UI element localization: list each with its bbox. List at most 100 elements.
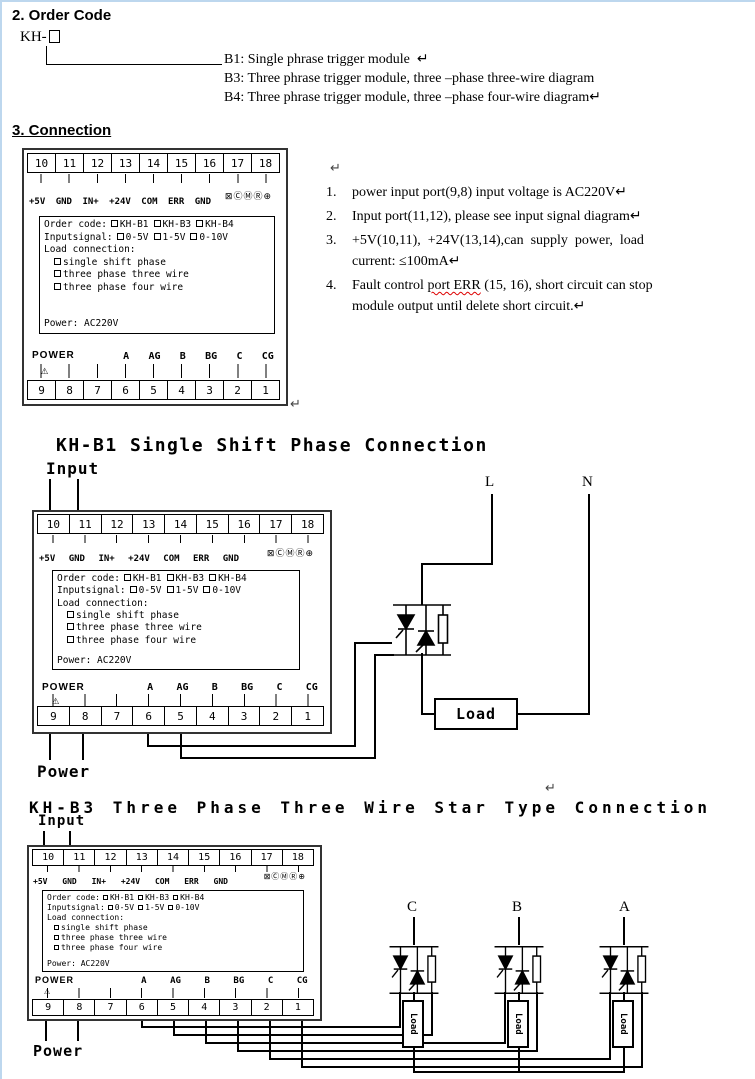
io-label: GND	[222, 554, 239, 564]
checkbox-icon	[166, 574, 174, 581]
terminal-number: 3	[220, 1000, 252, 1015]
output-label: BG	[233, 976, 245, 986]
checkbox-icon	[153, 232, 161, 240]
wire	[374, 654, 376, 759]
terminal-number: 10	[33, 850, 65, 865]
wire	[354, 642, 392, 644]
load-box: Load	[612, 1000, 634, 1048]
terminal-number: 17	[252, 850, 283, 865]
wire	[173, 1021, 175, 1036]
load-connection-label: Load connection:	[44, 244, 136, 256]
wire	[237, 1050, 538, 1052]
wire	[49, 734, 51, 760]
power-spec: Power: AC220V	[57, 654, 132, 666]
terminal-number: 14	[140, 154, 168, 172]
io-label: GND	[62, 877, 77, 886]
checkbox-icon	[138, 905, 144, 910]
checkbox-icon	[54, 945, 59, 950]
wire	[374, 654, 394, 656]
terminal-number: 18	[258, 156, 273, 170]
checkbox-icon	[110, 220, 118, 227]
wire	[421, 563, 493, 565]
phase-a-label: A	[619, 899, 630, 915]
wire	[77, 1021, 79, 1041]
load-connection-option: three phase four wire	[54, 282, 270, 295]
output-label: AG	[170, 976, 181, 986]
output-label: C	[267, 976, 274, 986]
wire	[518, 992, 520, 1001]
terminal-number: 11	[64, 850, 96, 865]
output-label: CG	[261, 351, 274, 362]
output-label: CG	[305, 682, 318, 693]
io-label: COM	[163, 554, 180, 564]
note-number: 1.	[326, 185, 337, 200]
order-code-option: KH-B3	[166, 573, 204, 585]
terminal-number: 15	[197, 515, 229, 533]
wire	[399, 992, 401, 1028]
power-label: POWER	[32, 350, 75, 361]
order-code-option: KH-B3	[138, 893, 169, 903]
load-connection-option: single shift phase	[67, 610, 295, 622]
checkbox-icon	[196, 220, 204, 227]
terminal-number: 14	[158, 850, 190, 865]
wire	[173, 1034, 433, 1036]
note-number: 2.	[326, 209, 337, 224]
terminal-ticks	[37, 535, 324, 543]
spellcheck-underline: port ERR	[427, 278, 481, 293]
wire	[623, 917, 625, 945]
terminal-number: 9	[33, 1000, 65, 1015]
section2-heading: 2. Order Code	[12, 7, 112, 24]
wire	[45, 1021, 47, 1041]
output-label: BG	[241, 682, 254, 693]
input-signal-option: 1-5V	[166, 585, 198, 597]
wire	[421, 653, 423, 715]
terminal-ticks	[27, 174, 280, 183]
output-label: AG	[176, 682, 189, 693]
checkbox-icon	[168, 905, 174, 910]
paragraph-mark: ↵	[545, 780, 556, 795]
checkbox-icon	[102, 895, 108, 900]
load-connection-option: three phase four wire	[67, 635, 295, 647]
load-connection-option: three phase three wire	[54, 269, 270, 282]
certification-marks-icon: ⊠ⒸⓂⓇ⊕	[263, 872, 306, 881]
load-connection-option: three phase three wire	[54, 933, 299, 943]
note-item: 4.Fault control port ERR (15, 16), short…	[326, 275, 670, 317]
io-label: +5V	[29, 197, 46, 207]
triac-symbol	[493, 946, 545, 994]
checkbox-icon	[67, 635, 74, 643]
terminal-ticks	[37, 694, 324, 706]
terminal-number: 18	[291, 852, 304, 863]
terminal-number: 5	[165, 707, 197, 725]
input-signal-option: 1-5V	[153, 232, 185, 245]
terminal-number: 13	[127, 850, 158, 865]
input-signal-option: 0-5V	[107, 903, 134, 913]
terminal-number: 14	[165, 515, 197, 533]
wire	[180, 757, 376, 759]
input-signal-option: 0-10V	[190, 232, 228, 245]
load-box: Load	[434, 698, 518, 730]
checkbox-icon	[54, 935, 59, 940]
wire	[431, 992, 433, 1036]
terminal-number: 9	[28, 381, 56, 399]
wire	[141, 1026, 401, 1028]
input-signal-option: 0-5V	[116, 232, 149, 245]
output-label: CG	[296, 976, 308, 986]
note-number: 4.	[326, 278, 337, 293]
checkbox-icon	[54, 925, 59, 930]
terminal-number: 18	[301, 517, 315, 531]
power-spec: Power: AC220V	[44, 318, 119, 330]
terminal-number: 15	[168, 154, 196, 172]
load-box: Load	[402, 1000, 424, 1048]
certification-marks-icon: ⊠ⒸⓂⓇ⊕	[224, 192, 272, 202]
order-code-option: KH-B4	[196, 219, 234, 232]
io-label: +24V	[109, 197, 131, 207]
